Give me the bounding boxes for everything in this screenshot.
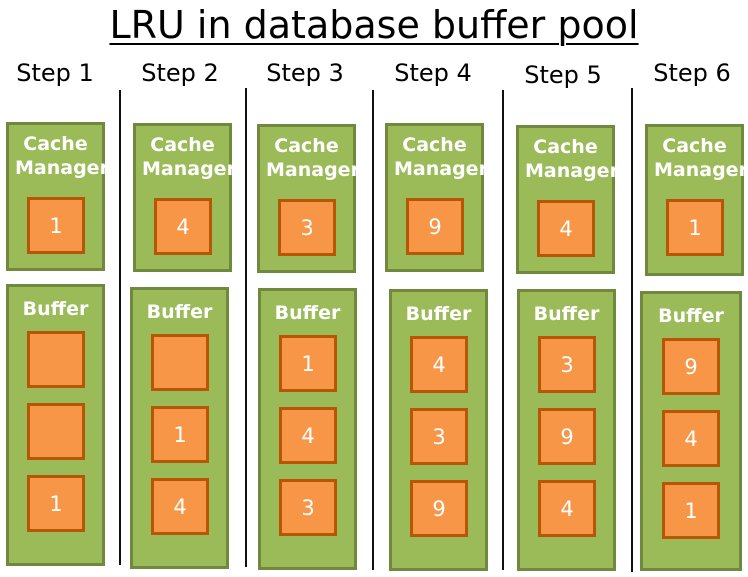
cache-manager-panel: Cache Manager 1 — [645, 124, 748, 276]
buffer-label: Buffer — [658, 305, 724, 327]
buffer-page-slot: 9 — [410, 480, 468, 537]
buffer-page-slot: 3 — [279, 479, 337, 536]
step-label: Step 3 — [266, 59, 344, 87]
cache-manager-panel: Cache Manager 1 — [6, 122, 109, 271]
buffer-page-slot: 9 — [538, 408, 596, 465]
cache-manager-label: Cache Manager — [15, 133, 109, 179]
cache-manager-label: Cache Manager — [525, 136, 619, 182]
diagram-title: LRU in database buffer pool — [109, 3, 639, 47]
cache-manager-panel: Cache Manager 4 — [133, 123, 236, 272]
buffer-panel: Buffer 3 9 4 — [517, 289, 616, 571]
buffer-page-slot: 1 — [27, 475, 85, 532]
buffer-panel: Buffer 1 — [6, 284, 105, 566]
cache-manager-panel: Cache Manager 3 — [257, 124, 360, 273]
cache-page-slot: 1 — [666, 199, 724, 256]
step-divider — [372, 90, 374, 570]
step-divider — [631, 88, 633, 572]
buffer-page-slot: 4 — [410, 336, 468, 393]
step-label: Step 4 — [394, 59, 472, 87]
buffer-page-slot: 4 — [279, 407, 337, 464]
buffer-page-slot: 4 — [538, 480, 596, 537]
cache-manager-label: Cache Manager — [654, 135, 748, 181]
buffer-label: Buffer — [22, 298, 89, 320]
buffer-label: Buffer — [533, 303, 600, 325]
buffer-page-slot: 1 — [279, 335, 337, 392]
buffer-page-slot: 1 — [151, 406, 209, 463]
buffer-page-slot — [151, 334, 209, 391]
step-label: Step 5 — [524, 61, 602, 89]
buffer-panel: Buffer 4 3 9 — [389, 289, 488, 571]
cache-page-slot: 1 — [27, 197, 85, 254]
buffer-page-slot: 3 — [538, 336, 596, 393]
buffer-page-slot: 4 — [662, 410, 720, 467]
buffer-page-slot — [27, 403, 85, 460]
step-divider — [245, 88, 247, 567]
buffer-label: Buffer — [274, 302, 341, 324]
cache-page-slot: 3 — [278, 199, 336, 256]
buffer-page-slot: 1 — [662, 482, 720, 539]
buffer-label: Buffer — [146, 301, 213, 323]
buffer-page-slot: 4 — [151, 478, 209, 535]
cache-manager-label: Cache Manager — [394, 134, 488, 180]
buffer-page-slot: 9 — [662, 338, 720, 395]
cache-page-slot: 4 — [537, 200, 595, 257]
step-label: Step 1 — [16, 59, 94, 87]
step-divider — [119, 90, 121, 565]
cache-page-slot: 4 — [154, 198, 212, 255]
buffer-page-slot — [27, 331, 85, 388]
step-label: Step 6 — [653, 59, 731, 87]
buffer-panel: Buffer 1 4 3 — [258, 288, 357, 570]
buffer-label: Buffer — [405, 303, 472, 325]
cache-page-slot: 9 — [406, 198, 464, 255]
buffer-page-slot: 3 — [410, 408, 468, 465]
cache-manager-label: Cache Manager — [266, 135, 360, 181]
cache-manager-panel: Cache Manager 9 — [385, 123, 488, 272]
buffer-panel: Buffer 1 4 — [130, 287, 229, 569]
step-divider — [502, 90, 504, 570]
cache-manager-panel: Cache Manager 4 — [516, 125, 619, 274]
buffer-panel: Buffer 9 4 1 — [640, 291, 742, 571]
step-label: Step 2 — [141, 59, 219, 87]
cache-manager-label: Cache Manager — [142, 134, 236, 180]
